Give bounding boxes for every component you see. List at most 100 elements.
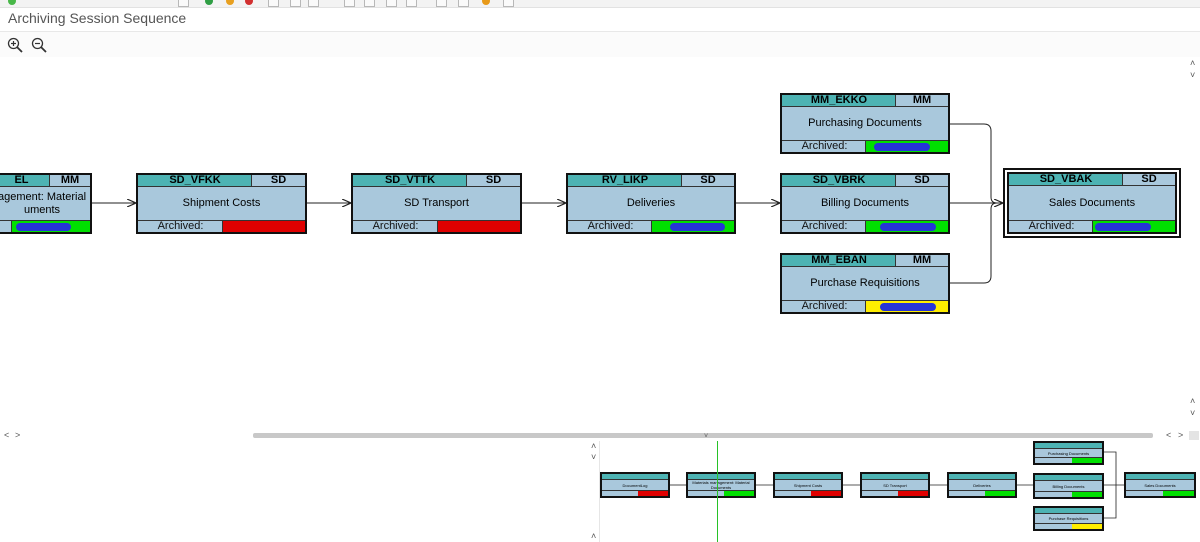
overview-node[interactable]: DocumentLog <box>600 472 670 498</box>
archiving-object-node[interactable]: SD_VBRK SD Billing Documents Archived: <box>780 173 950 234</box>
scroll-right-icon[interactable]: ˃ <box>15 430 21 440</box>
object-description: Purchasing Documents <box>808 117 922 129</box>
status-dot-icon[interactable] <box>205 0 213 5</box>
scroll-down-icon[interactable]: ˅ <box>1190 408 1196 418</box>
overview-node-description: Deliveries <box>973 482 991 488</box>
archived-label: Archived: <box>801 300 848 312</box>
object-name: SD_VFKK <box>169 174 221 186</box>
overview-status-bar <box>898 491 928 496</box>
overview-status-bar <box>985 491 1015 496</box>
application-area: MM <box>895 255 948 266</box>
archiving-object-node[interactable]: SD_VTTK SD SD Transport Archived: <box>351 173 522 234</box>
overview-node-description: DocumentLog <box>622 482 648 488</box>
overview-status-bar <box>1071 492 1102 497</box>
overview-node-description: SD Transport <box>883 482 907 488</box>
toolbar-icon[interactable] <box>386 0 397 7</box>
redaction-mark <box>1095 223 1151 231</box>
overview-node[interactable]: Sales Documents <box>1124 472 1196 498</box>
archived-label: Archived: <box>587 220 634 232</box>
redaction-mark <box>670 223 725 231</box>
archiving-object-node[interactable]: RV_LIKP SD Deliveries Archived: <box>566 173 736 234</box>
archived-label: Archived: <box>157 220 204 232</box>
overview-status-bar <box>638 491 668 496</box>
status-dot-icon[interactable] <box>245 0 253 5</box>
object-description: Sales Documents <box>1048 196 1136 209</box>
scroll-up-icon[interactable]: ˄ <box>1190 58 1196 68</box>
overview-status-bar <box>1071 458 1102 463</box>
toolbar-icon[interactable] <box>290 0 301 7</box>
overview-node-description: Purchase Requisitions <box>1048 516 1089 521</box>
overview-position-marker[interactable] <box>717 441 718 542</box>
splitter-handle-icon[interactable]: ˅ <box>704 433 709 440</box>
application-area: SD <box>895 175 948 186</box>
toolbar-icon[interactable] <box>344 0 355 7</box>
object-name: SD_VBAK <box>1039 173 1093 185</box>
overview-node-description: Billing Documents <box>1052 483 1085 489</box>
toolbar-icon[interactable] <box>364 0 375 7</box>
application-area: SD <box>251 175 305 186</box>
archiving-object-node[interactable]: MM_EKKO MM Purchasing Documents Archived… <box>780 93 950 154</box>
application-area: SD <box>466 175 520 186</box>
zoom-in-icon[interactable] <box>7 37 23 53</box>
status-dot-icon[interactable] <box>226 0 234 5</box>
scroll-down-icon[interactable]: ˅ <box>591 452 597 462</box>
scrollbar-thumb[interactable] <box>253 433 1153 438</box>
scroll-up-icon[interactable]: ˄ <box>1190 396 1196 406</box>
overview-connectors <box>670 451 1124 519</box>
archive-status-bar <box>222 221 305 232</box>
toolbar-icon[interactable] <box>178 0 189 7</box>
application-area: MM <box>895 95 948 106</box>
scroll-up-icon[interactable]: ˄ <box>591 441 597 451</box>
object-name: MM_EKKO <box>810 94 868 106</box>
archiving-object-node[interactable]: SD_VFKK SD Shipment Costs Archived: <box>136 173 307 234</box>
scroll-left-icon[interactable]: ˂ <box>4 430 10 440</box>
toolbar-icon[interactable] <box>458 0 469 7</box>
zoom-out-icon[interactable] <box>31 37 47 53</box>
vertical-scrollbar[interactable]: ˄ ˅ ˄ ˅ <box>1188 57 1200 431</box>
archiving-object-node[interactable]: EL MM agement: Material uments <box>0 173 92 234</box>
archiving-object-node[interactable]: SD_VBAK SD Sales Documents Archived: <box>1007 172 1177 234</box>
object-description: SD Transport <box>404 197 469 209</box>
scroll-right-icon[interactable]: ˃ <box>1178 430 1184 440</box>
status-dot-icon[interactable] <box>482 0 490 5</box>
overview-node[interactable]: Shipment Costs <box>773 472 843 498</box>
archive-status-bar <box>437 221 520 232</box>
redaction-mark <box>880 223 936 231</box>
toolbar-icon[interactable] <box>406 0 417 7</box>
toolbar-icon[interactable] <box>308 0 319 7</box>
overview-node[interactable]: Purchase Requisitions <box>1033 506 1104 531</box>
scroll-down-icon[interactable]: ˅ <box>1190 70 1196 80</box>
object-description: Billing Documents <box>820 197 910 209</box>
archived-label: Archived: <box>1028 220 1075 232</box>
object-description: Deliveries <box>626 197 676 209</box>
object-name: SD_VBRK <box>812 174 866 186</box>
overview-status-bar <box>1163 491 1194 496</box>
overview-node[interactable]: SD Transport <box>860 472 930 498</box>
scroll-left-icon[interactable]: ˂ <box>1166 430 1172 440</box>
redaction-mark <box>16 223 71 231</box>
overview-node[interactable]: Billing Documents <box>1033 473 1104 499</box>
object-description: Purchase Requisitions <box>810 277 920 289</box>
overview-node-description: Purchasing Documents <box>1047 450 1090 456</box>
toolbar-icon[interactable] <box>503 0 514 7</box>
toolbar-icon[interactable] <box>436 0 447 7</box>
selected-node-frame <box>1003 168 1181 238</box>
application-area: SD <box>1122 174 1175 185</box>
overview-node[interactable]: Purchasing Documents <box>1033 441 1104 465</box>
overview-node[interactable]: Materials management: Material Documents <box>686 472 756 498</box>
overview-status-bar <box>811 491 841 496</box>
overview-divider <box>599 441 600 542</box>
toolbar-icon[interactable] <box>268 0 279 7</box>
overview-panel: ˄ ˅ ˄ DocumentLog Materials management: … <box>0 441 1200 542</box>
archiving-object-node[interactable]: MM_EBAN MM Purchase Requisitions Archive… <box>780 253 950 314</box>
overview-node[interactable]: Deliveries <box>947 472 1017 498</box>
object-description: Shipment Costs <box>182 197 261 209</box>
scroll-corner-icon <box>1189 431 1199 440</box>
redaction-mark <box>880 303 936 311</box>
scroll-up-icon[interactable]: ˄ <box>591 531 597 541</box>
horizontal-scrollbar[interactable]: ˂ ˃ ˅ ˂ ˃ <box>0 431 1200 441</box>
diagram-canvas[interactable]: EL MM agement: Material uments SD_VFKK S… <box>0 57 1188 431</box>
object-name: EL <box>14 174 29 186</box>
archived-label: Archived: <box>372 220 419 232</box>
overview-status-bar <box>1071 524 1102 529</box>
